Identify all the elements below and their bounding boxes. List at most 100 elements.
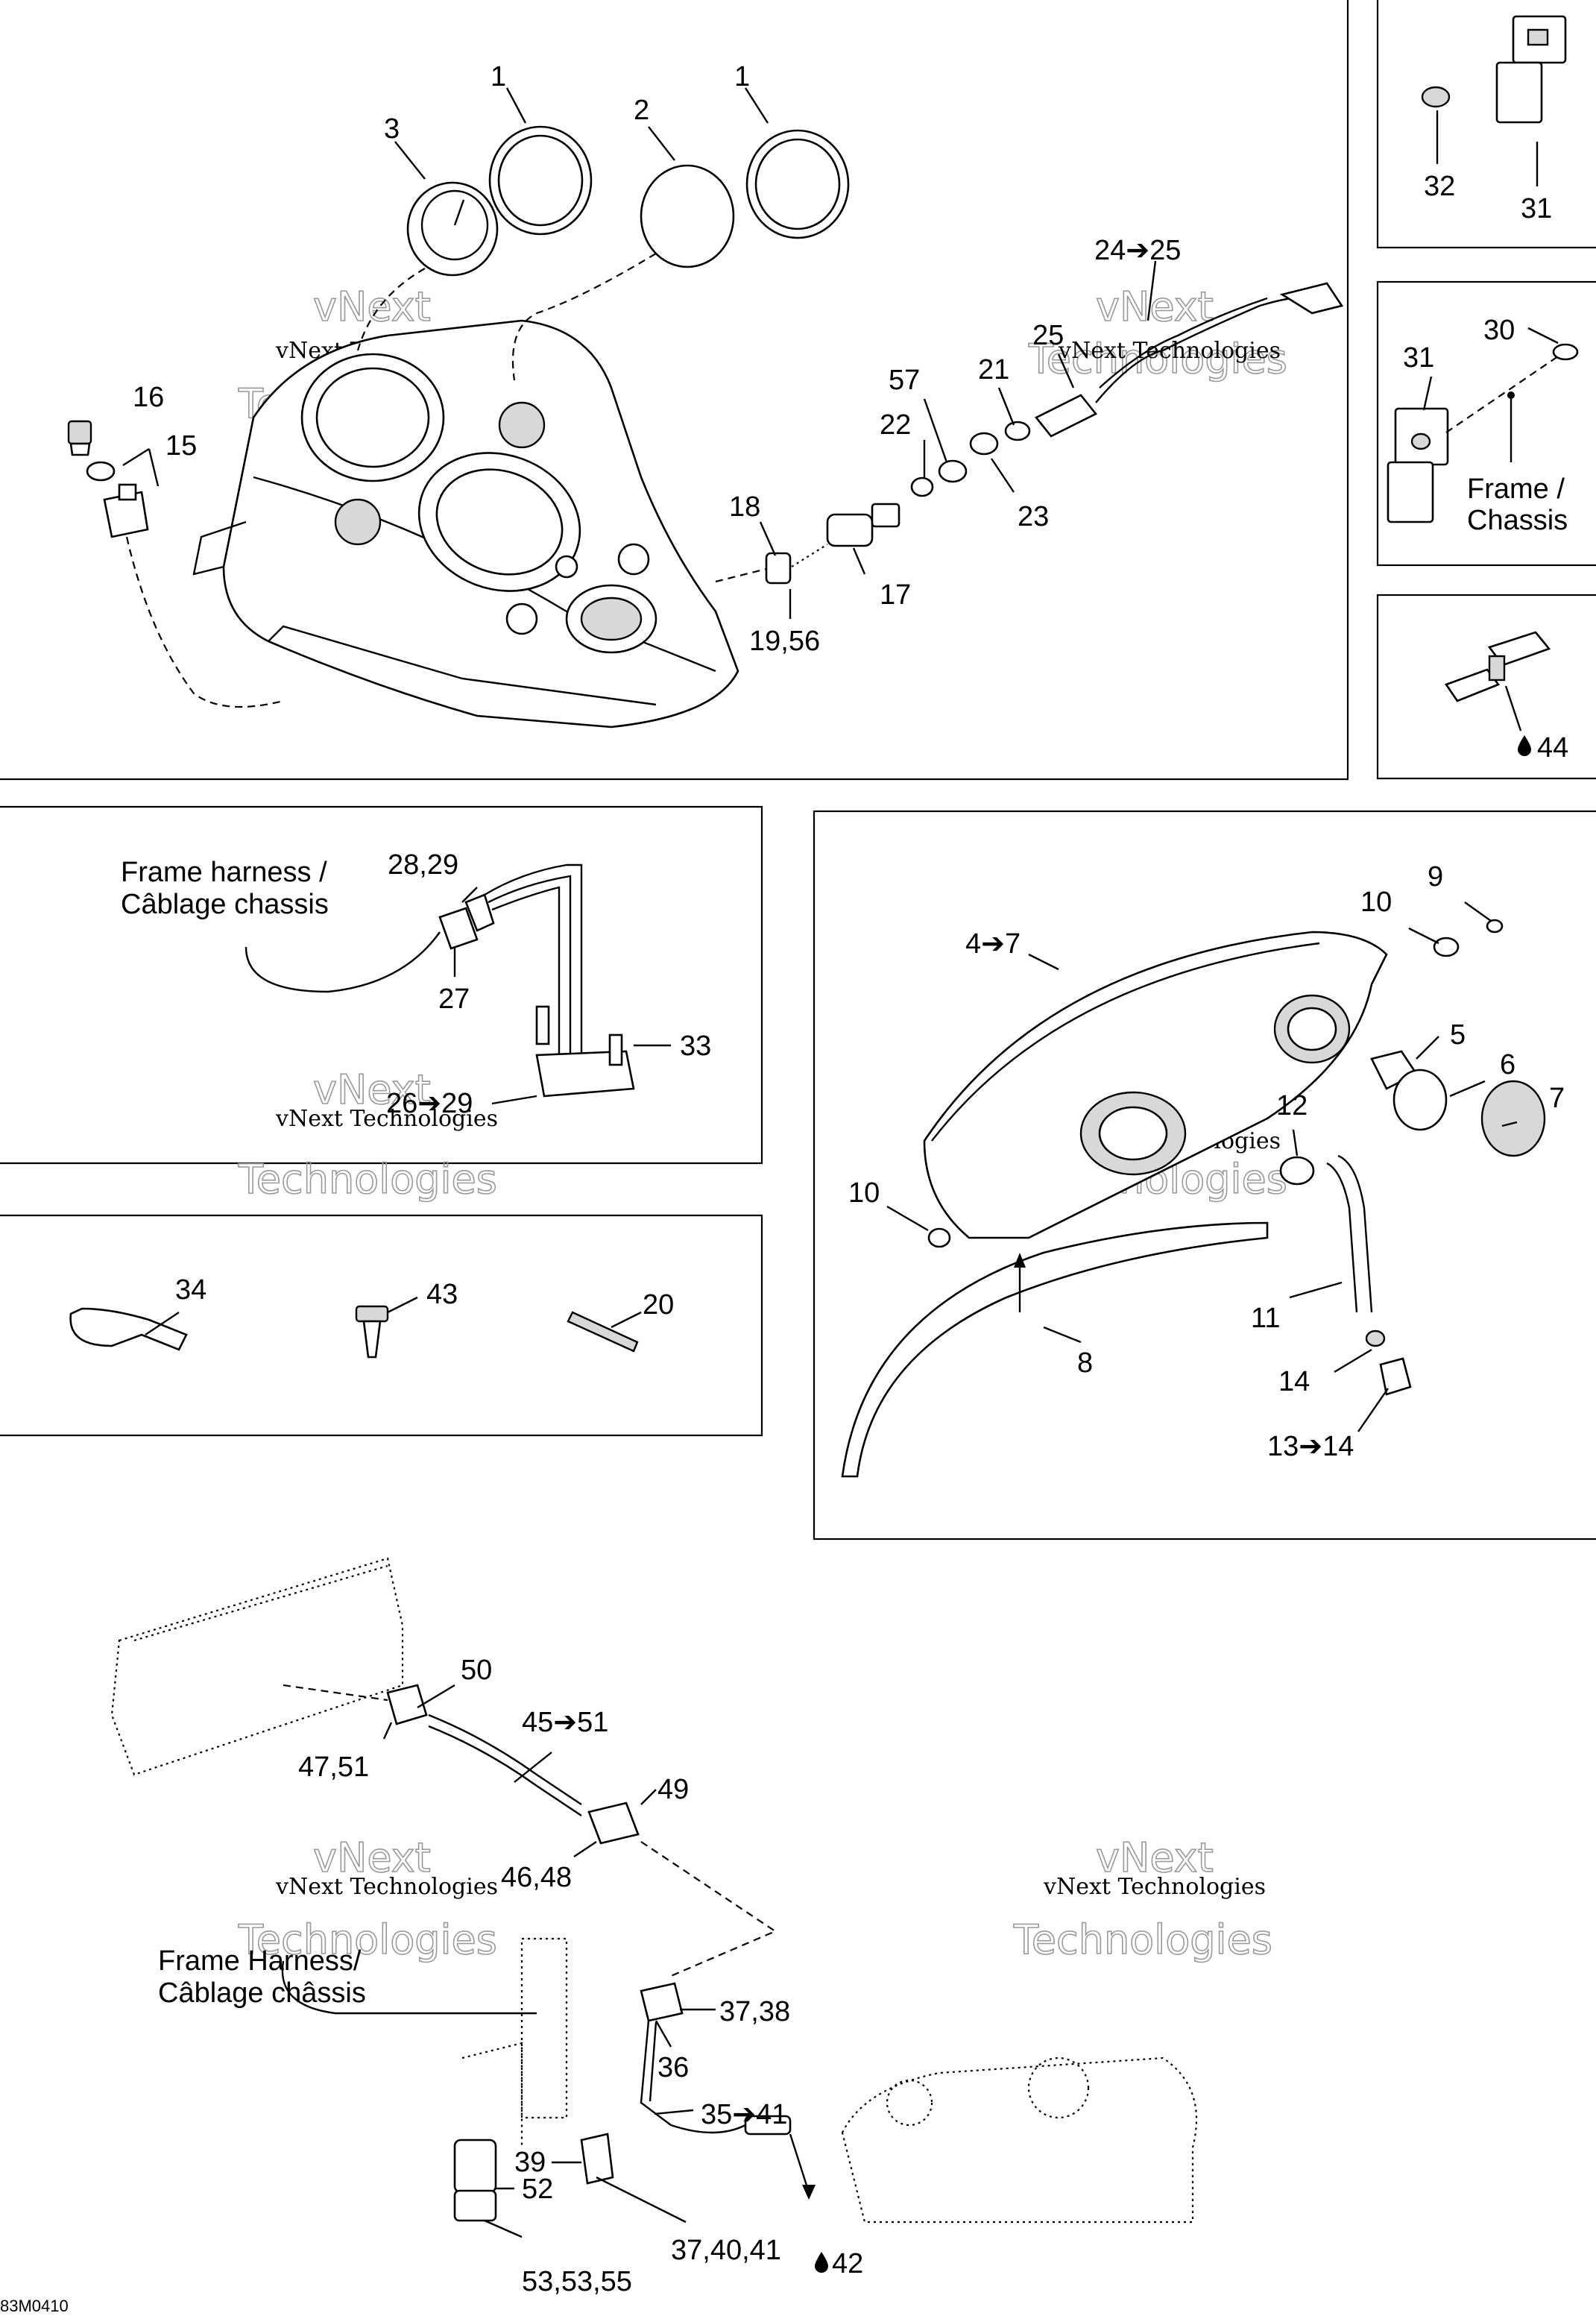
svg-text:vNext Technologies: vNext Technologies xyxy=(1058,338,1281,364)
drop-icon-42 xyxy=(815,2252,828,2273)
bulb-14 xyxy=(1365,1330,1386,1347)
gauge-bezel-parts xyxy=(406,125,850,277)
label-57: 57 xyxy=(889,365,920,396)
label-15: 15 xyxy=(165,430,197,462)
svg-text:vNext: vNext xyxy=(313,1834,431,1881)
label-31b: 31 xyxy=(1403,342,1434,374)
drop-icon-44 xyxy=(1518,735,1531,756)
label-22: 22 xyxy=(880,409,911,441)
connector-44 xyxy=(1444,631,1551,702)
label-20: 20 xyxy=(643,1289,674,1321)
cap-25 xyxy=(1034,394,1098,438)
panel-frames xyxy=(0,0,1596,1541)
washer-30 xyxy=(1552,343,1579,361)
label-47-51: 47,51 xyxy=(298,1752,369,1783)
label-36: 36 xyxy=(657,2052,689,2083)
dashed-leaders-console xyxy=(125,253,776,708)
clip-24 xyxy=(1279,282,1344,315)
cap-7 xyxy=(1480,1080,1546,1157)
connector-50 xyxy=(386,1684,428,1725)
label-25: 25 xyxy=(1032,320,1064,351)
nut-23 xyxy=(969,432,999,456)
callout-labels: 1 1 2 3 16 15 24➔25 25 21 57 22 23 18 17… xyxy=(0,61,1568,2315)
label-21: 21 xyxy=(978,354,1009,386)
connector-37 xyxy=(640,1982,684,2022)
washer-21 xyxy=(1004,421,1031,441)
label-4-7: 4➔7 xyxy=(965,928,1021,960)
gauge-3 xyxy=(406,181,499,277)
grommet-12 xyxy=(1279,1156,1315,1186)
label-52: 52 xyxy=(522,2174,553,2205)
headlight-assembly xyxy=(841,919,1546,1478)
switch-parts xyxy=(67,420,160,538)
sensor-42 xyxy=(744,2115,792,2136)
label-42: 42 xyxy=(832,2248,863,2279)
label-39: 39 xyxy=(514,2147,546,2178)
label-14: 14 xyxy=(1278,1366,1310,1397)
bracket-parts-top xyxy=(1421,15,1567,124)
tether-socket-parts xyxy=(765,282,1344,585)
bracket-parts-middle xyxy=(1387,343,1579,523)
label-18: 18 xyxy=(729,491,760,523)
rivet-43 xyxy=(355,1305,389,1323)
harness-assembly xyxy=(245,863,635,1098)
label-46-48: 46,48 xyxy=(501,1862,572,1893)
grommet-10b xyxy=(927,1227,951,1248)
label-frame-harness2-1: Frame Harness/ xyxy=(158,1945,362,1977)
ecu-sensor-assembly xyxy=(110,1557,1198,2224)
label-8: 8 xyxy=(1077,1347,1093,1379)
connector-39 xyxy=(580,2133,614,2185)
label-45-51: 45➔51 xyxy=(522,1707,608,1738)
label-32: 32 xyxy=(1424,171,1455,202)
drop-icons xyxy=(815,735,1531,2273)
nut-9 xyxy=(1486,919,1504,934)
svg-text:Technologies: Technologies xyxy=(1013,1916,1272,1963)
svg-text:vNext: vNext xyxy=(313,1066,431,1113)
label-13-14: 13➔14 xyxy=(1267,1431,1354,1462)
label-53-55: 53,53,55 xyxy=(522,2266,632,2297)
label-35-41: 35➔41 xyxy=(701,2099,787,2130)
label-31a: 31 xyxy=(1521,193,1552,224)
watermark-logo-top: vNext xyxy=(313,283,431,330)
figure-code: 83M0410 xyxy=(0,2297,69,2315)
svg-text:Technologies: Technologies xyxy=(238,1156,497,1203)
label-23: 23 xyxy=(1018,501,1049,532)
label-26-29: 26➔29 xyxy=(386,1088,473,1119)
screw-32 xyxy=(1421,86,1451,108)
nut-15 xyxy=(86,461,116,482)
label-1a: 1 xyxy=(491,61,506,92)
connector-53 xyxy=(453,2189,497,2222)
label-7: 7 xyxy=(1549,1083,1565,1114)
connector-49 xyxy=(587,1801,640,1845)
label-11: 11 xyxy=(1251,1303,1280,1334)
watermark-group-3: vNext Technologies vNext Technologies xyxy=(237,1066,498,1203)
svg-text:vNext Technologies: vNext Technologies xyxy=(1043,1874,1266,1900)
label-28-29: 28,29 xyxy=(388,849,458,881)
label-frame-harness2-2: Câblage châssis xyxy=(158,1977,366,2009)
svg-text:vNext Technologies: vNext Technologies xyxy=(275,1874,498,1900)
label-10a: 10 xyxy=(1360,887,1392,918)
cable-tie-34 xyxy=(69,1307,188,1351)
lens-cover-2 xyxy=(640,164,735,268)
watermark-group-2: vNext Technologies vNext Technologies xyxy=(1027,283,1287,383)
label-5: 5 xyxy=(1450,1019,1466,1051)
knob-16 xyxy=(67,420,92,445)
label-44: 44 xyxy=(1537,732,1568,764)
label-17: 17 xyxy=(880,579,911,611)
washer-22 xyxy=(910,476,934,497)
label-30: 30 xyxy=(1483,315,1515,346)
watermark-group-5: vNext Technologies vNext Technologies xyxy=(237,1834,498,1964)
label-50: 50 xyxy=(461,1655,492,1686)
grommet-10a xyxy=(1433,937,1460,957)
label-37-38: 37,38 xyxy=(719,1996,790,2027)
screw-33a xyxy=(535,1005,550,1045)
sleeve-20 xyxy=(567,1311,639,1353)
connector-27 xyxy=(438,907,479,950)
washer-57 xyxy=(938,459,968,483)
watermark-group-6: vNext Technologies vNext Technologies xyxy=(1012,1834,1272,1964)
svg-text:Technologies: Technologies xyxy=(238,1916,497,1963)
retainer-6 xyxy=(1392,1069,1448,1131)
label-27: 27 xyxy=(438,984,470,1015)
label-frame-chassis-1: Frame / xyxy=(1467,473,1565,505)
